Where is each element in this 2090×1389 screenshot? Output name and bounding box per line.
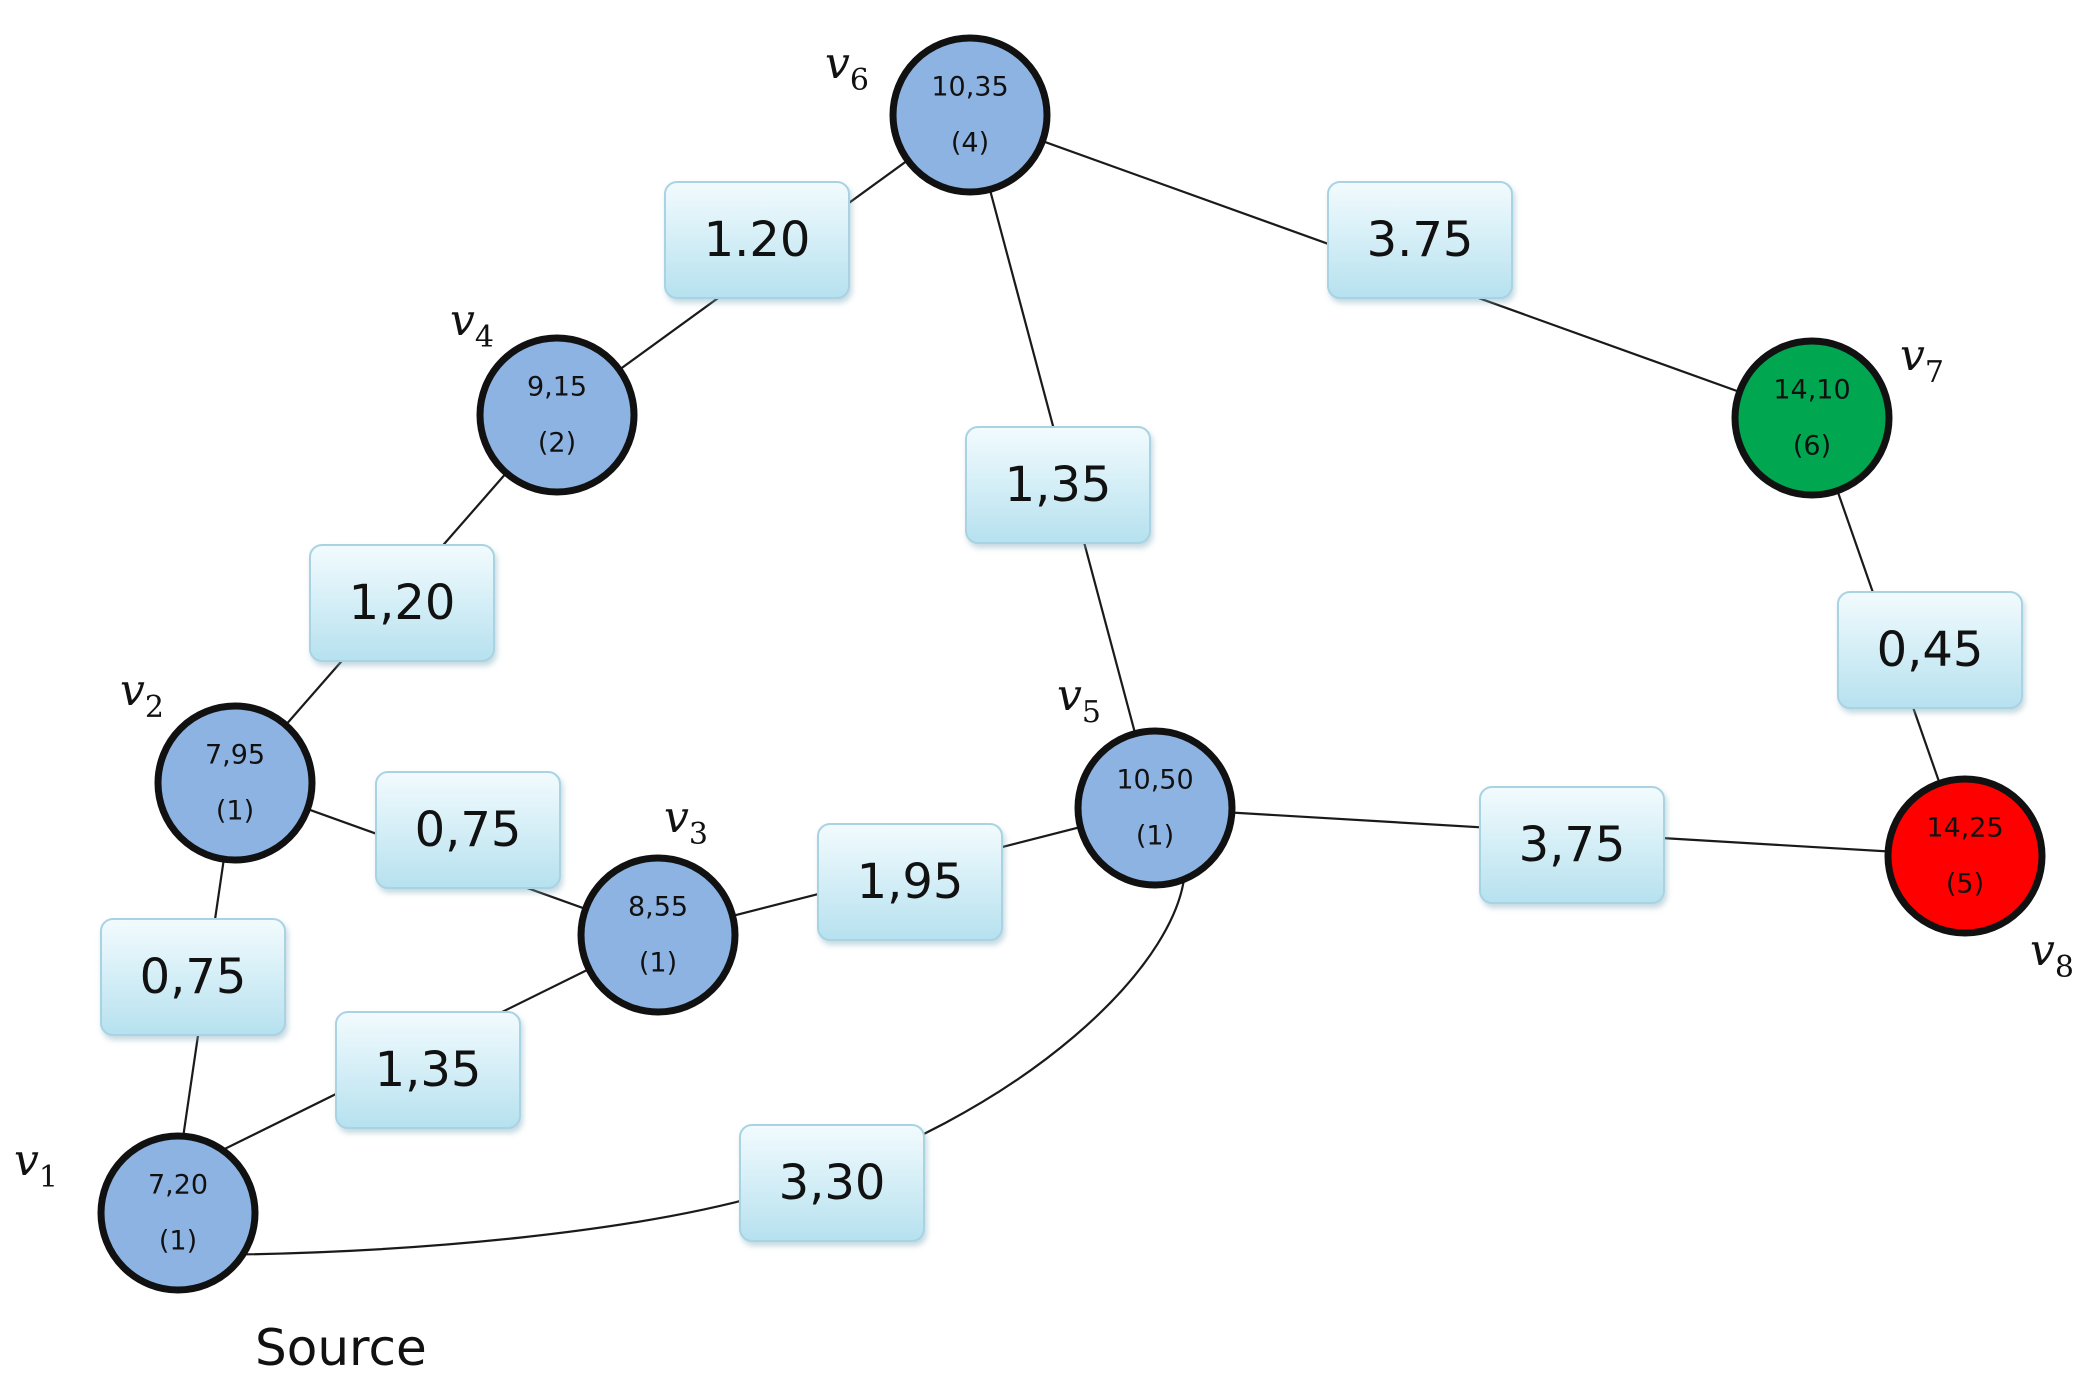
weights-layer: 1,20 1.20 1,35 3.75 0,45 0,75 1,95 3,75 (100, 181, 2023, 1242)
source-caption: Source (255, 1319, 427, 1377)
node-value: 9,15 (527, 372, 587, 403)
nodes-layer: 7,20 (1) 7,95 (1) 8,55 (1) 9,15 (2) 10,5… (97, 34, 2046, 1294)
weight-box-v5-v8: 3,75 (1479, 786, 1665, 904)
node-value: 10,50 (1116, 765, 1193, 796)
node-circle (889, 34, 1051, 196)
node-v7: 14,10 (6) (1731, 337, 1893, 499)
weight-box-v1-v2: 0,75 (100, 918, 286, 1036)
weight-box-v3-v5: 1,95 (817, 823, 1003, 941)
weight-label: 0,45 (1877, 622, 1984, 678)
node-circle (577, 854, 739, 1016)
weight-label: 3,30 (779, 1155, 886, 1211)
node-label-v4: v4 (450, 295, 494, 355)
node-count: (4) (951, 128, 989, 159)
node-v8: 14,25 (5) (1884, 775, 2046, 937)
weight-label: 1,95 (857, 854, 964, 910)
node-count: (1) (159, 1226, 197, 1257)
weight-label: 3,75 (1519, 817, 1626, 873)
node-v2: 7,95 (1) (154, 702, 316, 864)
node-value: 10,35 (931, 72, 1008, 103)
node-v4: 9,15 (2) (476, 334, 638, 496)
node-circle (1731, 337, 1893, 499)
node-label-v2: v2 (120, 665, 164, 725)
node-circle (1884, 775, 2046, 937)
node-label-v3: v3 (664, 792, 708, 852)
node-count: (1) (216, 796, 254, 827)
weight-box-v4-v6: 1.20 (664, 181, 850, 299)
node-value: 7,95 (205, 740, 265, 771)
node-value: 7,20 (148, 1170, 208, 1201)
weight-box-v7-v8: 0,45 (1837, 591, 2023, 709)
weight-box-v2-v3: 0,75 (375, 771, 561, 889)
node-label-v1: v1 (14, 1135, 58, 1195)
weight-box-v6-v7: 3.75 (1327, 181, 1513, 299)
node-v5: 10,50 (1) (1074, 727, 1236, 889)
node-v3: 8,55 (1) (577, 854, 739, 1016)
weight-label: 1.20 (704, 212, 811, 268)
node-label-v8: v8 (2030, 925, 2074, 985)
node-count: (6) (1793, 431, 1831, 462)
weight-label: 0,75 (140, 949, 247, 1005)
node-circle (97, 1132, 259, 1294)
weight-label: 1,35 (1005, 457, 1112, 513)
weight-label: 0,75 (415, 802, 522, 858)
weight-box-v2-v4: 1,20 (309, 544, 495, 662)
node-label-v6: v6 (825, 38, 869, 98)
node-value: 14,10 (1773, 375, 1850, 406)
node-label-v5: v5 (1057, 670, 1101, 730)
node-v1: 7,20 (1) (97, 1132, 259, 1294)
node-count: (2) (538, 428, 576, 459)
node-count: (1) (639, 948, 677, 979)
node-circle (476, 334, 638, 496)
node-label-v7: v7 (1900, 330, 1944, 390)
weight-box-v6-v5: 1,35 (965, 426, 1151, 544)
weight-box-v1-v5: 3,30 (739, 1124, 925, 1242)
node-circle (154, 702, 316, 864)
weight-label: 3.75 (1367, 212, 1474, 268)
node-count: (5) (1946, 869, 1984, 900)
node-circle (1074, 727, 1236, 889)
node-value: 8,55 (628, 892, 688, 923)
weight-label: 1,20 (349, 575, 456, 631)
node-v6: 10,35 (4) (889, 34, 1051, 196)
node-value: 14,25 (1926, 813, 2003, 844)
weight-label: 1,35 (375, 1042, 482, 1098)
node-count: (1) (1136, 821, 1174, 852)
weight-box-v1-v3: 1,35 (335, 1011, 521, 1129)
node-labels-layer: v1 v2 v3 v4 v5 v6 v7 v8 (14, 38, 2074, 1195)
